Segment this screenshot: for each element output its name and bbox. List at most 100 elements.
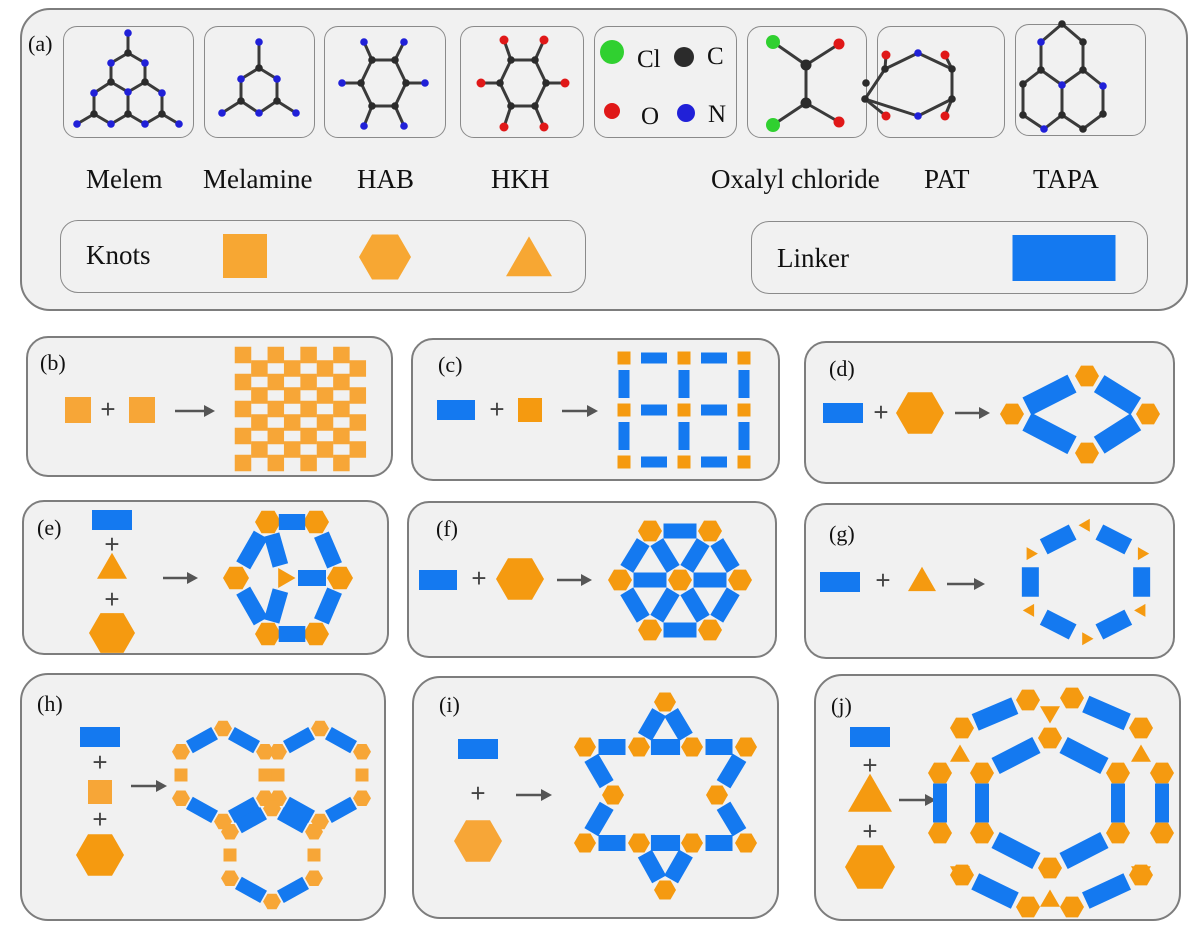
- linker-bar: [991, 736, 1041, 775]
- lattice-hexagon: [1106, 762, 1130, 784]
- linker-label: Linker: [777, 243, 849, 273]
- bond: [359, 59, 374, 84]
- reaction-arrow: [175, 405, 215, 417]
- linker-bar: [584, 801, 614, 837]
- reactant-hexagon: [89, 613, 135, 653]
- legend-cl-text: Cl: [637, 46, 661, 73]
- lattice-square: [737, 351, 751, 365]
- bond: [863, 68, 887, 100]
- lattice-square: [267, 400, 285, 418]
- linker-bar: [620, 587, 650, 623]
- linker-bar: [1093, 375, 1142, 415]
- panel-b-label: (b): [40, 350, 66, 375]
- atom-o: [881, 111, 891, 121]
- lattice-hexagon: [970, 822, 994, 844]
- lattice-square: [223, 848, 237, 862]
- atom-o: [499, 35, 509, 45]
- atom-n: [255, 38, 263, 46]
- linker-bar: [637, 849, 667, 884]
- legend-c-text: C: [707, 43, 724, 70]
- reaction-arrow: [163, 572, 198, 584]
- lattice-triangle: [1078, 518, 1090, 532]
- atom-c: [507, 56, 515, 64]
- linker-bar: [228, 796, 260, 823]
- linker-bar: [325, 796, 357, 823]
- knots-triangle-icon: [506, 236, 552, 277]
- lattice-square: [316, 441, 334, 458]
- linker-bar: [1022, 412, 1077, 455]
- atom-n: [1058, 81, 1066, 89]
- atom-n: [124, 88, 132, 96]
- lattice-square: [251, 441, 268, 458]
- atom-n: [1099, 82, 1107, 90]
- atom-n: [158, 89, 166, 97]
- lattice-hexagon: [1016, 896, 1040, 918]
- lattice-square: [234, 454, 252, 472]
- linker-bar: [664, 849, 693, 884]
- atom-c: [861, 95, 869, 103]
- linker-bar: [701, 404, 727, 416]
- lattice-hexagon: [353, 744, 371, 760]
- atom-n: [400, 38, 408, 46]
- lattice-hexagon: [654, 692, 676, 712]
- lattice-hexagon: [1106, 822, 1130, 844]
- lattice-hexagon: [706, 785, 728, 805]
- reaction-arrow: [562, 405, 598, 417]
- atom-n: [124, 29, 132, 37]
- panel-d: [804, 341, 1175, 484]
- lattice-hexagon: [950, 717, 974, 739]
- lattice-square: [283, 387, 301, 404]
- atom-n: [421, 79, 429, 87]
- lattice-square: [333, 454, 350, 472]
- knots-hexagon-icon: [359, 234, 411, 280]
- lattice-square: [234, 373, 252, 391]
- linker-bar: [598, 739, 626, 755]
- lattice-triangle: [1134, 603, 1146, 617]
- knots-square-icon: [223, 234, 267, 278]
- atom-n: [141, 59, 149, 67]
- atom-c: [368, 102, 376, 110]
- atom-c: [800, 59, 812, 71]
- atom-n: [1040, 125, 1048, 133]
- lattice-hexagon: [263, 893, 281, 910]
- plus-sign: +: [470, 778, 485, 808]
- atom-c: [948, 95, 956, 103]
- lattice-square: [737, 455, 751, 469]
- reactant-square: [518, 398, 542, 422]
- linker-bar: [186, 796, 218, 823]
- lattice-hexagon: [353, 790, 371, 806]
- panel-d-label: (d): [829, 356, 855, 381]
- linker-bar: [738, 422, 750, 450]
- lattice-hexagon: [255, 622, 281, 646]
- lattice-square: [300, 373, 317, 391]
- atom-c: [1019, 80, 1027, 88]
- bond: [1082, 112, 1104, 131]
- reaction-arrow: [557, 574, 592, 586]
- reactant-hexagon: [76, 834, 124, 876]
- atom-o: [560, 78, 570, 88]
- lattice-square: [349, 414, 367, 431]
- atom-c: [158, 110, 166, 118]
- atom-c: [141, 78, 149, 86]
- lattice-hexagon: [950, 864, 974, 886]
- lattice-hexagon: [1075, 365, 1099, 387]
- reactant-linker: [419, 570, 457, 590]
- atom-o: [833, 38, 845, 50]
- plus-sign: +: [862, 816, 877, 846]
- linker-bar: [1082, 695, 1131, 731]
- linker-bar: [710, 587, 740, 623]
- lattice-square: [234, 400, 252, 418]
- atom-c: [862, 79, 870, 87]
- linker-bar: [1039, 524, 1077, 555]
- linker-bar: [641, 456, 667, 468]
- lattice-square: [316, 387, 334, 404]
- linker-bar: [971, 873, 1019, 909]
- lattice-hexagon: [172, 790, 190, 806]
- linker-bar: [701, 352, 727, 364]
- panel-g-label: (g): [829, 521, 855, 546]
- atom-c: [124, 110, 132, 118]
- lattice-hexagon: [1060, 896, 1084, 918]
- atom-n: [141, 120, 149, 128]
- lattice-square: [271, 768, 285, 782]
- lattice-hexagon: [602, 785, 624, 805]
